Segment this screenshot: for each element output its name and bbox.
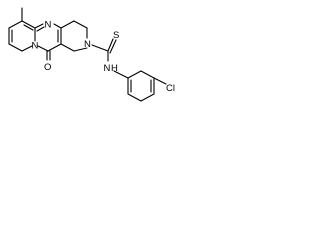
bond [8,43,23,52]
atom-n-top: N [45,20,52,31]
atom-n-bridge: N [32,41,39,52]
bond [34,23,44,29]
atom-h-amide: H [111,63,118,74]
bond-thione [109,39,117,54]
bond [47,43,62,52]
bonds [8,7,167,102]
bond [113,70,129,79]
bond [73,47,88,52]
bond [127,93,142,102]
atom-s-thione: S [113,30,119,41]
bond [36,26,45,32]
chemical-structure-diagram: N N N O S N H Cl [0,0,196,126]
atom-cl: Cl [166,83,175,94]
atom-n-piperidine: N [84,39,91,50]
bond [60,43,75,52]
bond [8,20,23,29]
bond [127,70,142,79]
bond [60,20,75,29]
bond [140,70,155,79]
bond [140,93,155,102]
bond [37,45,49,52]
atom-labels: N N N O S N H Cl [32,20,175,95]
bond [53,23,62,29]
bond-chloro [153,77,167,85]
atom-o-carbonyl: O [44,62,51,73]
bond [21,20,36,29]
bond [23,24,34,31]
bond [73,20,88,29]
molecule-svg: N N N O S N H Cl [8,7,175,102]
atom-n-amide: N [104,63,111,74]
bond [21,45,33,52]
bond-thione [107,38,114,52]
bond [91,44,109,52]
